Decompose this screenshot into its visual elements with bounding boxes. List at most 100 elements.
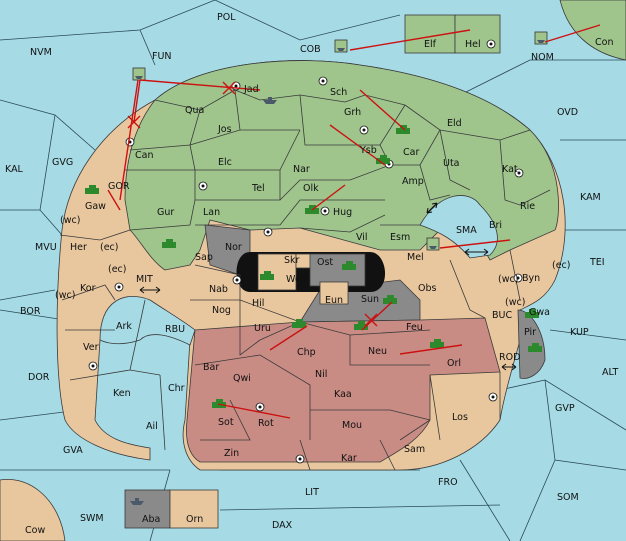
sea-sma[interactable] — [419, 195, 498, 259]
army-unit-icon — [376, 155, 390, 164]
coast-tag: (wc) — [505, 297, 525, 308]
fleet-unit-icon — [426, 237, 440, 251]
coast-tag: (wc) — [498, 274, 518, 285]
label-qua: Qua — [185, 105, 204, 116]
label-uru: Uru — [254, 323, 271, 334]
label-amp: Amp — [402, 176, 424, 187]
label-tel: Tel — [251, 183, 265, 194]
label-jad: Jad — [243, 84, 259, 95]
coast-tag: (wc) — [55, 290, 75, 301]
label-gwa: Gwa — [529, 307, 550, 318]
label-vil: Vil — [356, 232, 368, 243]
label-rot: Rot — [258, 418, 274, 429]
label-nom: NOM — [531, 52, 554, 63]
label-eun: Eun — [325, 295, 343, 306]
army-unit-icon — [396, 125, 410, 134]
label-her: Her — [70, 242, 87, 253]
label-kat: Kat — [502, 164, 518, 175]
label-nab: Nab — [209, 284, 228, 295]
label-bri: Bri — [489, 220, 502, 231]
label-los: Los — [452, 412, 468, 423]
supply-center-icon — [513, 273, 523, 283]
army-unit-icon — [212, 399, 226, 408]
units[interactable] — [85, 31, 548, 505]
army-unit-icon — [305, 205, 319, 214]
fleet-unit-icon — [132, 67, 146, 81]
label-eld: Eld — [447, 118, 462, 129]
region-aba[interactable] — [124, 489, 171, 529]
label-rbu: RBU — [165, 324, 185, 335]
label-car: Car — [403, 147, 419, 158]
label-swm: SWM — [80, 513, 104, 524]
coast-tag: (ec) — [100, 242, 118, 253]
label-pir: Pir — [524, 327, 536, 338]
label-ark: Ark — [116, 321, 132, 332]
label-byn: Byn — [522, 273, 540, 284]
label-chr: Chr — [168, 383, 185, 394]
label-bar: Bar — [203, 362, 219, 373]
label-mel: Mel — [407, 252, 424, 263]
supply-center-icon — [88, 361, 98, 371]
label-jos: Jos — [217, 124, 232, 135]
label-olk: Olk — [303, 183, 319, 194]
label-nor: Nor — [225, 242, 242, 253]
coast-tag: (wc) — [60, 215, 80, 226]
label-chp: Chp — [297, 347, 316, 358]
label-con: Con — [595, 37, 613, 48]
coast-tags: (wc) (ec) (ec) (wc) (wc) (ec) (wc) — [55, 215, 570, 308]
region-orn[interactable] — [169, 489, 219, 529]
label-dax: DAX — [272, 520, 293, 531]
army-unit-icon — [342, 261, 356, 270]
label-kor: Kor — [80, 283, 96, 294]
label-ver: Ver — [83, 342, 99, 353]
fleet-unit-icon — [334, 39, 348, 53]
fleet-unit-icon — [130, 498, 144, 505]
label-uta: Uta — [443, 158, 460, 169]
supply-center-icon — [486, 39, 496, 49]
army-unit-icon — [292, 319, 306, 328]
label-gaw: Gaw — [85, 201, 106, 212]
label-mit: MIT — [136, 274, 153, 285]
region-eun[interactable] — [319, 281, 349, 305]
label-kal: KAL — [5, 164, 24, 175]
label-kaa: Kaa — [334, 389, 352, 400]
army-unit-icon — [85, 185, 99, 194]
region-elf[interactable] — [404, 14, 456, 54]
label-bor: BOR — [20, 306, 41, 317]
coast-tag: (ec) — [108, 264, 126, 275]
supply-center-icon — [359, 125, 369, 135]
label-mou: Mou — [342, 420, 362, 431]
label-obs: Obs — [418, 283, 437, 294]
label-elc: Elc — [218, 157, 232, 168]
label-web: Web — [286, 274, 307, 285]
label-gvp: GVP — [555, 403, 575, 414]
label-grh: Grh — [344, 107, 361, 118]
sea-labels: POL NVM FUN COB NOM Con OVD KAL GVG KAM … — [5, 12, 618, 536]
land-labels: Elf Hel Jad Sch Qua Jos Grh Eld Can Elc … — [70, 39, 550, 525]
supply-center-icon — [232, 275, 242, 285]
label-ken: Ken — [113, 388, 131, 399]
supply-center-icon — [255, 402, 265, 412]
supply-center-icon — [320, 206, 330, 216]
label-fun: FUN — [152, 51, 172, 62]
supply-center-icon — [125, 137, 135, 147]
label-can: Can — [135, 150, 153, 161]
label-sch: Sch — [330, 87, 347, 98]
label-nog: Nog — [212, 305, 231, 316]
coast-tag: (ec) — [552, 260, 570, 271]
label-elf: Elf — [424, 39, 437, 50]
province-lines — [59, 89, 551, 471]
supply-center-icon — [114, 282, 124, 292]
label-orl: Orl — [447, 358, 461, 369]
supply-center-icon — [318, 76, 328, 86]
supply-center-icon — [263, 227, 273, 237]
label-hil: Hil — [252, 298, 264, 309]
label-aba: Aba — [142, 514, 160, 525]
supply-centers — [88, 39, 524, 464]
label-pol: POL — [217, 12, 236, 23]
label-gor: GOR — [108, 181, 130, 192]
label-ail: Ail — [146, 421, 158, 432]
army-unit-icon — [354, 321, 368, 330]
label-cow: Cow — [25, 525, 45, 536]
